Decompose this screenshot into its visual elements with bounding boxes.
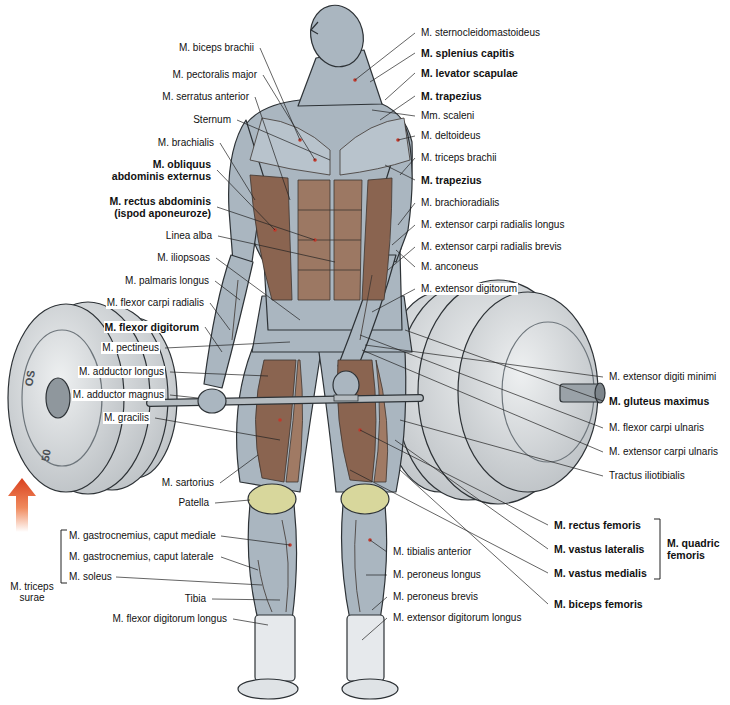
muscle-label: M. adductor longus [78, 366, 165, 378]
oblique-muscle [362, 178, 392, 300]
muscle-label: M. trapezius [420, 174, 483, 186]
pectoral-muscle [340, 118, 410, 175]
forearm-detail [232, 275, 372, 340]
muscle-label: M. quadric femoris [666, 537, 726, 561]
bar [150, 398, 420, 403]
bar-grip [334, 395, 358, 401]
muscle-label: M. flexor digitorum longus [112, 613, 229, 625]
muscle-label: M. brachioradialis [420, 197, 500, 209]
muscle-label: M. flexor digitorum [104, 321, 201, 333]
shin-detail [258, 520, 360, 612]
muscle-label: Patella [177, 497, 210, 509]
left-thigh [237, 335, 322, 492]
dot [278, 418, 282, 422]
muscle-label: M. pectineus [101, 342, 160, 354]
muscle-label: M. adductor magnus [72, 389, 165, 401]
muscle-detail [232, 118, 410, 612]
lift-arrow [8, 478, 36, 532]
muscle-label: M. biceps brachii [178, 42, 255, 54]
muscle-label: M. biceps femoris [553, 598, 644, 610]
right-plates [382, 280, 605, 504]
muscle-label: M. peroneus brevis [392, 591, 479, 603]
muscle-label: Mm. scaleni [420, 110, 475, 122]
muscle-label: M. gracilis [103, 412, 150, 424]
right-shin [342, 505, 387, 620]
bar-outline [150, 398, 420, 403]
body [204, 0, 412, 699]
muscle-label: M. pectoralis major [172, 69, 258, 81]
muscle-label: M. gluteus maximus [608, 395, 710, 407]
muscle-label: M. deltoideus [420, 130, 481, 142]
left-hand [198, 389, 226, 413]
barbell [150, 371, 420, 413]
muscle-label: Tibia [184, 593, 207, 605]
plate-marking: OS [22, 368, 38, 388]
nose [311, 22, 318, 34]
torso [240, 100, 412, 330]
muscle-label: M. levator scapulae [420, 67, 519, 79]
muscle-label: M. tibialis anterior [392, 546, 472, 558]
muscle-label: M. peroneus longus [392, 569, 482, 581]
muscle-label: M. extensor carpi radialis longus [420, 219, 565, 231]
muscle-label: M. trapezius [420, 90, 483, 102]
left-knee [248, 484, 296, 514]
muscle-label: M. serratus anterior [161, 91, 250, 103]
leader-lines [116, 33, 603, 640]
muscle-label: M. triceps surae [5, 581, 59, 604]
muscle-label: M. sternocleidomastoideus [420, 27, 541, 39]
plate-marking: 50 [39, 447, 54, 463]
muscle-label: M. vastus lateralis [553, 543, 645, 555]
muscle-label: M. iliopsoas [156, 252, 211, 264]
plate-hub [46, 378, 70, 418]
right-knee [341, 484, 389, 514]
muscle-label: M. gastrocnemius, caput mediale [68, 530, 217, 542]
left-forearm [204, 255, 253, 388]
muscle-label: Tractus iliotibialis [608, 470, 686, 482]
right-shoe [342, 679, 398, 699]
left-sock [255, 615, 295, 681]
bracket [61, 530, 67, 583]
muscle-label: M. rectus abdominis (ispod aponeuroze) [100, 195, 212, 219]
muscle-label: M. triceps brachii [420, 152, 498, 164]
muscle-label: M. extensor digiti minimi [608, 371, 717, 383]
muscle-label: M. splenius capitis [420, 47, 515, 59]
muscle-label: M. sartorius [161, 477, 215, 489]
muscle-label: Sternum [192, 114, 232, 126]
attachment-dots [273, 78, 400, 547]
right-sock [347, 615, 384, 681]
left-shoe [238, 679, 298, 699]
muscle-label: M. extensor digitorum longus [392, 612, 522, 624]
muscle-label: M. flexor carpi ulnaris [608, 422, 705, 434]
muscle-label: M. brachialis [157, 137, 215, 149]
muscle-label: M. extensor carpi radialis brevis [420, 241, 563, 253]
head [304, 0, 370, 73]
muscle-label: M. anconeus [420, 261, 479, 273]
muscle-label: M. flexor carpi radialis [106, 297, 205, 309]
muscle-label: M. gastrocnemius, caput laterale [68, 551, 215, 563]
muscle-label: M. palmaris longus [124, 275, 210, 287]
muscle-label: M. extensor carpi ulnaris [608, 446, 719, 458]
oblique-muscle [250, 175, 292, 300]
vastus-muscle [286, 360, 303, 482]
muscle-label: Linea alba [165, 230, 213, 242]
muscle-label: M. vastus medialis [553, 567, 648, 579]
muscle-label: M. extensor digitorum [420, 283, 518, 295]
muscle-label: M. soleus [68, 571, 113, 583]
vastus-muscle [374, 360, 388, 482]
bracket [654, 519, 660, 579]
muscle-label: M. rectus femoris [553, 519, 642, 531]
pectoral-muscle [250, 118, 330, 175]
muscle-label: M. obliquus abdominis externus [100, 158, 212, 182]
left-shin [248, 505, 296, 620]
